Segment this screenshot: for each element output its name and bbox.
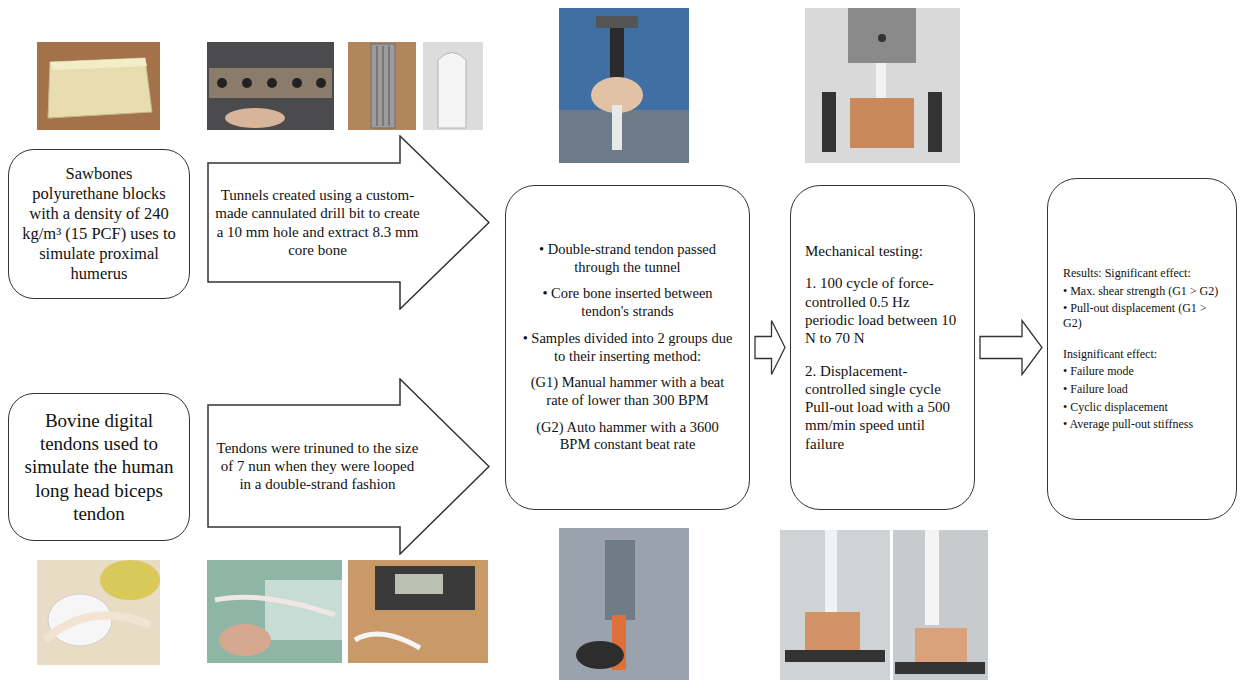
box-text: Results: Significant effect: [1063,266,1221,281]
block-arrow-outline [208,379,489,554]
drill-bit-photo [348,42,416,130]
box-text: Bovine digital tendons used to simulate … [21,409,177,525]
arrow-text-area: Tunnels created using a custom-made cann… [215,163,420,282]
box-text: • Cyclic displacement [1063,400,1221,415]
box-text: (G2) Auto hammer with a 3600 BPM constan… [522,419,733,454]
drilled-strip-photo [207,42,334,130]
auto-hammer-photo [559,528,689,680]
block-arrow-shape [207,135,490,310]
block-arrow-outline [208,136,489,309]
tendon-trimming-photo [207,560,342,663]
process-arrow: Tendons were trinuned to the size of 7 n… [207,378,490,555]
process-arrow: Tunnels created using a custom-made cann… [207,135,490,310]
box-text: • Double-strand tendon passed through th… [522,241,733,276]
caliper-photo [348,560,488,663]
box-text: • Max. shear strength (G1 > G2) [1063,284,1221,299]
arrow-text: Tendons were trinuned to the size of 7 n… [215,439,420,494]
box-text: • Failure mode [1063,364,1221,379]
testing-box: Mechanical testing: 1. 100 cycle of force… [790,185,975,510]
tendon-dissection-photo [37,560,160,665]
box-text: Sawbones polyurethane blocks with a dens… [21,164,177,285]
pullout-failure-photo [893,530,988,680]
block-photo [37,42,160,130]
box-text: • Failure load [1063,382,1221,397]
pullout-test-photo [780,530,890,680]
box-text: 1. 100 cycle of force-controlled 0.5 Hz … [805,274,960,347]
flow-arrow [980,321,1042,375]
box-text: • Samples divided into 2 groups due to t… [522,330,733,365]
arrow-text-area: Tendons were trinuned to the size of 7 n… [215,405,420,527]
material-box: Bovine digital tendons used to simulate … [8,393,190,541]
material-box: Sawbones polyurethane blocks with a dens… [8,149,190,300]
testing-machine-photo [805,8,960,163]
box-text: 2. Displacement-controlled single cycle … [805,362,960,453]
flow-arrow [755,321,785,375]
manual-hammer-photo [559,8,689,163]
core-bone-photo [423,42,483,130]
results-box: Results: Significant effect: • Max. shear… [1047,178,1237,520]
box-text: • Average pull-out stiffness [1063,417,1221,432]
box-text: • Core bone inserted between tendon's st… [522,285,733,320]
arrow-text: Tunnels created using a custom-made cann… [215,186,420,259]
box-text: • Pull-out displacement (G1 > G2) [1063,301,1221,330]
procedure-box: • Double-strand tendon passed through th… [505,185,750,510]
box-text: Insignificant effect: [1063,347,1221,362]
box-text: Mechanical testing: [805,242,960,260]
box-text: (G1) Manual hammer with a beat rate of l… [522,374,733,409]
